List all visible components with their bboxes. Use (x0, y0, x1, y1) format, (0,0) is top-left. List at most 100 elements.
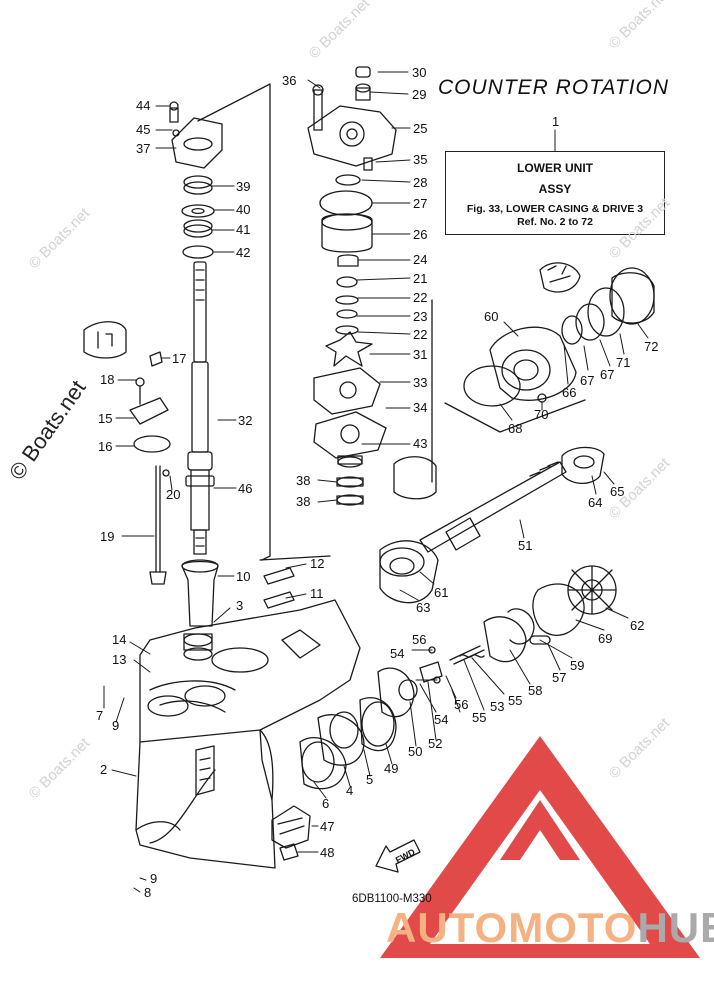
callout-44: 44 (136, 98, 150, 113)
callout-60: 60 (484, 309, 498, 324)
callout-26: 26 (413, 227, 427, 242)
callout-61: 61 (434, 585, 448, 600)
callout-39: 39 (236, 179, 250, 194)
logo-text-part2: HUB (637, 904, 714, 951)
callout-25: 25 (413, 121, 427, 136)
info-box-line2: ASSY (538, 182, 572, 196)
callout-33: 33 (413, 375, 427, 390)
automotohub-logo: AUTOMOTOHUB (386, 904, 714, 952)
callout-27: 27 (413, 196, 427, 211)
callout-9-lower: 9 (150, 871, 157, 886)
upper-bearing-stack (169, 101, 223, 259)
callout-9-upper: 9 (112, 718, 119, 733)
info-box: LOWER UNIT ASSY Fig. 33, LOWER CASING & … (445, 151, 665, 235)
callout-29: 29 (412, 87, 426, 102)
info-box-line1: LOWER UNIT (517, 161, 593, 175)
diagram-title: COUNTER ROTATION (438, 76, 670, 99)
callout-57: 57 (552, 670, 566, 685)
gear-shift-assembly (271, 608, 551, 861)
callout-45: 45 (136, 122, 150, 137)
callout-54-lower: 54 (434, 712, 448, 727)
shift-rod-assembly (83, 321, 171, 585)
callout-17: 17 (172, 351, 186, 366)
callout-59: 59 (570, 658, 584, 673)
callout-4: 4 (346, 783, 353, 798)
callout-49: 49 (384, 761, 398, 776)
callout-69: 69 (598, 631, 612, 646)
callout-32: 32 (238, 413, 252, 428)
callout-28: 28 (413, 175, 427, 190)
callout-58: 58 (528, 683, 542, 698)
callout-31: 31 (413, 347, 427, 362)
callout-21: 21 (413, 271, 427, 286)
logo-text-part1: AUTOMOTO (386, 904, 638, 951)
callout-7: 7 (96, 708, 103, 723)
fwd-arrow (375, 839, 421, 873)
callout-36: 36 (282, 73, 296, 88)
callout-67-left: 67 (580, 373, 594, 388)
callout-10: 10 (236, 569, 250, 584)
callout-24: 24 (413, 252, 427, 267)
drive-shaft (185, 261, 215, 555)
info-box-line3: Fig. 33, LOWER CASING & DRIVE 3 (466, 203, 644, 215)
callout-6: 6 (322, 796, 329, 811)
callout-67-right: 67 (600, 367, 614, 382)
leader-lines (103, 71, 649, 893)
diagram-code: 6DB1100-M330 (352, 893, 432, 905)
callout-16: 16 (98, 439, 112, 454)
assembly-frame-lines (197, 83, 586, 561)
callout-55-lower: 55 (472, 710, 486, 725)
logo-triangle-mark (380, 736, 700, 958)
callout-34: 34 (413, 400, 427, 415)
callout-50: 50 (408, 744, 422, 759)
callout-56-lower: 56 (454, 697, 468, 712)
callout-5: 5 (366, 772, 373, 787)
info-box-line4: Ref. No. 2 to 72 (517, 216, 593, 228)
callout-15: 15 (98, 411, 112, 426)
callout-64: 64 (588, 495, 602, 510)
bearing-housing-assembly (463, 262, 655, 407)
callout-14: 14 (112, 632, 126, 647)
callout-62: 62 (630, 618, 644, 633)
callout-labels: 30 29 36 44 45 37 25 35 28 39 27 40 41 4… (96, 65, 658, 900)
propeller-shaft-assembly (379, 446, 617, 636)
callout-65: 65 (610, 484, 624, 499)
callout-42: 42 (236, 245, 250, 260)
callout-22-lower: 22 (413, 327, 427, 342)
callout-38-lower: 38 (296, 494, 310, 509)
callout-30: 30 (412, 65, 426, 80)
callout-18: 18 (100, 372, 114, 387)
callout-41: 41 (236, 222, 250, 237)
callout-48: 48 (320, 845, 334, 860)
callout-53: 53 (490, 699, 504, 714)
sleeve-and-bearing (181, 559, 295, 661)
callout-40: 40 (236, 202, 250, 217)
lower-casing (135, 599, 361, 869)
info-box-number: 1 (552, 114, 560, 129)
callout-52: 52 (428, 736, 442, 751)
callout-72: 72 (644, 339, 658, 354)
callout-66: 66 (562, 385, 576, 400)
callout-70: 70 (534, 407, 548, 422)
callout-19: 19 (100, 529, 114, 544)
callout-56-upper: 56 (412, 632, 426, 647)
callout-23: 23 (413, 309, 427, 324)
callout-68: 68 (508, 421, 522, 436)
callout-51: 51 (518, 538, 532, 553)
callout-54-upper: 54 (390, 646, 404, 661)
callout-71: 71 (616, 355, 630, 370)
callout-46: 46 (238, 481, 252, 496)
callout-37: 37 (136, 141, 150, 156)
callout-63: 63 (416, 600, 430, 615)
callout-38-upper: 38 (296, 473, 310, 488)
callout-3: 3 (236, 598, 243, 613)
callout-35: 35 (413, 152, 427, 167)
callout-20: 20 (166, 487, 180, 502)
callout-22-upper: 22 (413, 290, 427, 305)
callout-47: 47 (320, 819, 334, 834)
callout-43: 43 (413, 436, 427, 451)
callout-11: 11 (310, 586, 324, 601)
callout-12: 12 (310, 556, 324, 571)
